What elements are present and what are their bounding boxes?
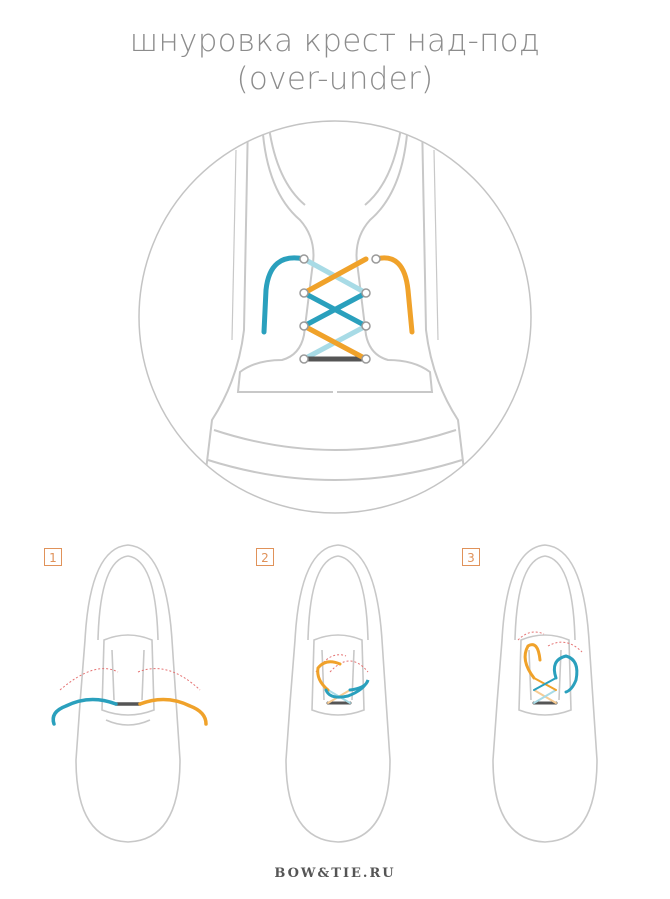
- lace-pattern: [261, 255, 415, 362]
- lace-cross-over: [301, 323, 369, 362]
- step-1-lace: [51, 697, 208, 726]
- step-1-guide-dotted: [59, 668, 201, 691]
- step-2-badge: 2: [256, 548, 274, 566]
- title-line-2: (over-under): [236, 61, 434, 97]
- step-3-shoe: [492, 544, 598, 843]
- lace-cross-over: [301, 290, 369, 329]
- lace-end-left: [261, 255, 307, 335]
- eyelets: [299, 254, 381, 364]
- brand-footer: BOW&TIE.RU: [274, 866, 396, 881]
- page-title: шнуровка крест над-под (over-under): [0, 22, 670, 98]
- closeup-circle: [138, 120, 532, 514]
- title-line-1: шнуровка крест над-под: [129, 23, 541, 59]
- step-3-guide-dotted: [517, 631, 583, 653]
- step-2-guide-dotted: [315, 654, 369, 673]
- lace-end-right: [373, 255, 415, 335]
- step-1-badge: 1: [44, 548, 62, 566]
- step-1-shoe: [75, 544, 181, 843]
- step-3-badge: 3: [462, 548, 480, 566]
- step-2-lace: [316, 660, 370, 705]
- step-2-shoe: [285, 544, 391, 843]
- lace-cross-over: [301, 256, 369, 296]
- step-3-lace: [523, 643, 579, 705]
